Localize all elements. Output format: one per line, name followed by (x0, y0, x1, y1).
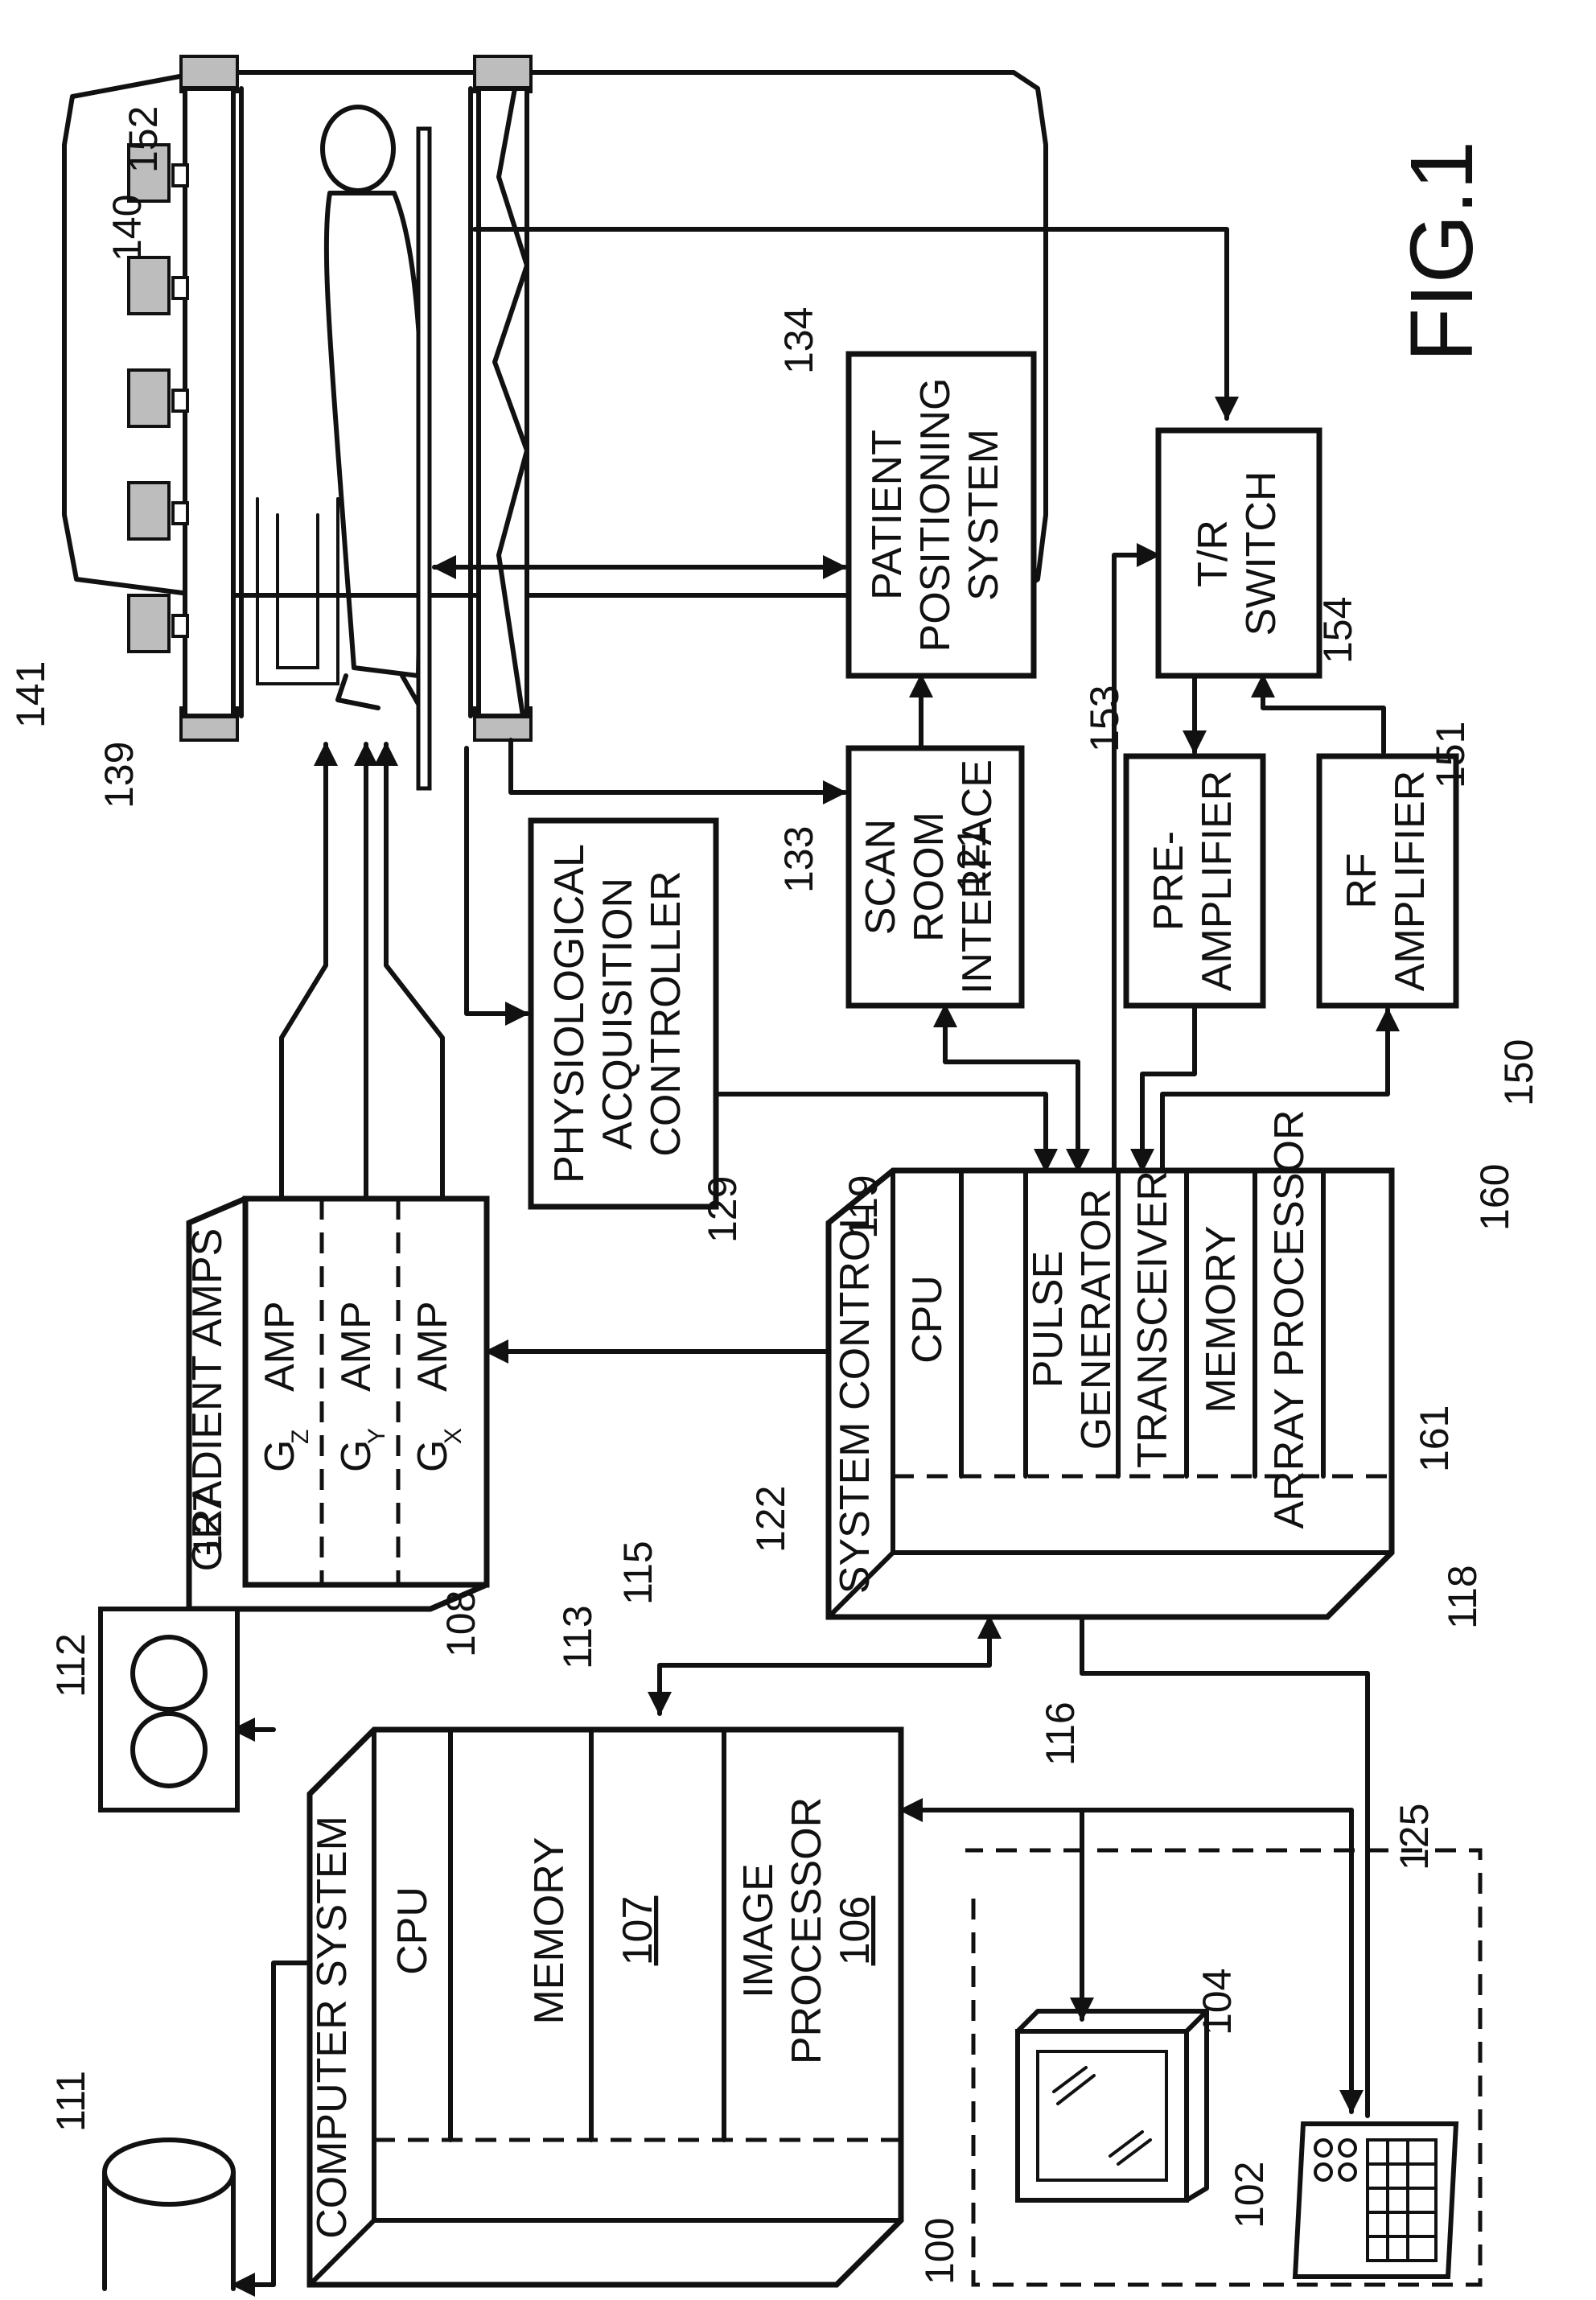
positioning-line1: PATIENT (864, 430, 911, 600)
line-preamp-to-transceiver (1142, 1006, 1195, 1171)
ref-152: 152 (121, 106, 166, 173)
patient-positioning-block: PATIENT POSITIONING SYSTEM (849, 354, 1034, 676)
physio-line2: ACQUISITION (594, 878, 641, 1150)
line-rfamp-to-tr (1263, 676, 1384, 752)
ref-118: 118 (1440, 1565, 1485, 1629)
ref-139: 139 (97, 742, 142, 808)
computer-memory-ref: 107 (615, 1896, 661, 1966)
ref-112: 112 (48, 1633, 93, 1697)
ref-122: 122 (748, 1486, 793, 1553)
operator-console (965, 1850, 1480, 2285)
physio-line1: PHYSIOLOGICAL (546, 844, 593, 1183)
ref-151: 151 (1428, 722, 1473, 788)
imgproc-ref: 106 (832, 1896, 878, 1966)
ref-154: 154 (1315, 597, 1360, 664)
line-magnet-to-scanroom (511, 740, 845, 792)
ref-116: 116 (1038, 1701, 1083, 1766)
physio-controller-block: PHYSIOLOGICAL ACQUISITION CONTROLLER (531, 821, 716, 1207)
computer-system-block: COMPUTER SYSTEM CPU MEMORY 107 IMAGE PRO… (309, 1730, 901, 2285)
tr-line2: SWITCH (1238, 471, 1285, 636)
rfamp-line1: RF (1339, 853, 1385, 908)
ref-127: 127 (185, 1490, 230, 1557)
gy-subscript: Y (364, 1428, 390, 1444)
preamplifier-block: PRE- AMPLIFIER (1126, 756, 1263, 1006)
bore-wall-left (185, 88, 233, 716)
line-magnet-to-physio (467, 748, 527, 1014)
patient-table (418, 129, 430, 788)
ref-119: 119 (841, 1175, 886, 1239)
ref-134: 134 (776, 307, 821, 374)
figure-label: FIG.1 (1392, 141, 1491, 362)
line-gz-to-coil (282, 744, 326, 1199)
gx-amp: AMP (409, 1301, 456, 1392)
preamp-line2: AMPLIFIER (1194, 771, 1240, 992)
ref-104: 104 (1195, 1969, 1240, 2035)
imgproc-line1: IMAGE (735, 1863, 782, 1998)
sysctrl-array-processor: ARRAY PROCESSOR (1266, 1109, 1313, 1529)
computer-title: COMPUTER SYSTEM (309, 1816, 356, 2239)
line-scanroom-sysctrl (945, 1006, 1078, 1171)
sysctrl-title: SYSTEM CONTROL (832, 1206, 878, 1594)
ref-133: 133 (776, 826, 821, 893)
line-physio-to-sysctrl (708, 1094, 1046, 1171)
disk-storage (105, 2140, 233, 2289)
gx-subscript: X (440, 1428, 467, 1444)
gz-amp: AMP (257, 1301, 303, 1392)
tr-line1: T/R (1190, 520, 1236, 587)
gy-amp: AMP (333, 1301, 380, 1392)
ref-121: 121 (949, 826, 994, 893)
ref-102: 102 (1227, 2162, 1272, 2228)
tape-drive (101, 1609, 237, 1810)
ref-100: 100 (917, 2218, 962, 2285)
positioning-line2: POSITIONING (912, 378, 959, 652)
sysctrl-cpu: CPU (904, 1275, 951, 1364)
scanroom-line2: ROOM (906, 812, 952, 942)
ref-161: 161 (1412, 1405, 1457, 1472)
gz-subscript: Z (287, 1430, 314, 1444)
line-computer-to-storage (274, 1963, 310, 2285)
computer-cpu: CPU (389, 1886, 436, 1975)
computer-memory: MEMORY (526, 1837, 573, 2024)
ref-125: 125 (1392, 1804, 1437, 1870)
rf-amplifier-block: RF AMPLIFIER (1319, 756, 1456, 1006)
system-control-block: SYSTEM CONTROL CPU PULSE GENERATOR TRANS… (829, 1109, 1392, 1617)
scanroom-line1: SCAN (858, 819, 904, 935)
pulse-line2: GENERATOR (1073, 1189, 1120, 1450)
sysctrl-memory: MEMORY (1198, 1225, 1244, 1413)
ref-108: 108 (438, 1590, 483, 1657)
display-monitor (1018, 2011, 1207, 2200)
ref-115: 115 (615, 1541, 660, 1605)
imgproc-line2: PROCESSOR (784, 1797, 830, 2064)
ref-113: 113 (555, 1605, 600, 1669)
rf-coil (257, 499, 338, 684)
physio-line3: CONTROLLER (643, 870, 689, 1156)
rfamp-line2: AMPLIFIER (1387, 771, 1434, 992)
ref-150: 150 (1496, 1039, 1541, 1106)
line-gx-to-coil (386, 744, 442, 1199)
positioning-line3: SYSTEM (960, 429, 1007, 601)
ref-153: 153 (1082, 685, 1127, 752)
ref-160: 160 (1472, 1164, 1517, 1231)
pulse-line1: PULSE (1025, 1251, 1072, 1389)
tr-switch-block: T/R SWITCH (1158, 430, 1319, 676)
ref-129: 129 (700, 1176, 745, 1243)
sysctrl-transceiver: TRANSCEIVER (1129, 1171, 1176, 1468)
ref-140: 140 (105, 195, 150, 261)
scan-room-interface-block: SCAN ROOM INTERFACE (849, 748, 1022, 1006)
keyboard (1295, 2124, 1456, 2277)
line-link-115 (660, 1617, 989, 1714)
preamp-line1: PRE- (1146, 831, 1192, 931)
ref-111: 111 (48, 2071, 93, 2132)
ref-141: 141 (8, 661, 53, 728)
